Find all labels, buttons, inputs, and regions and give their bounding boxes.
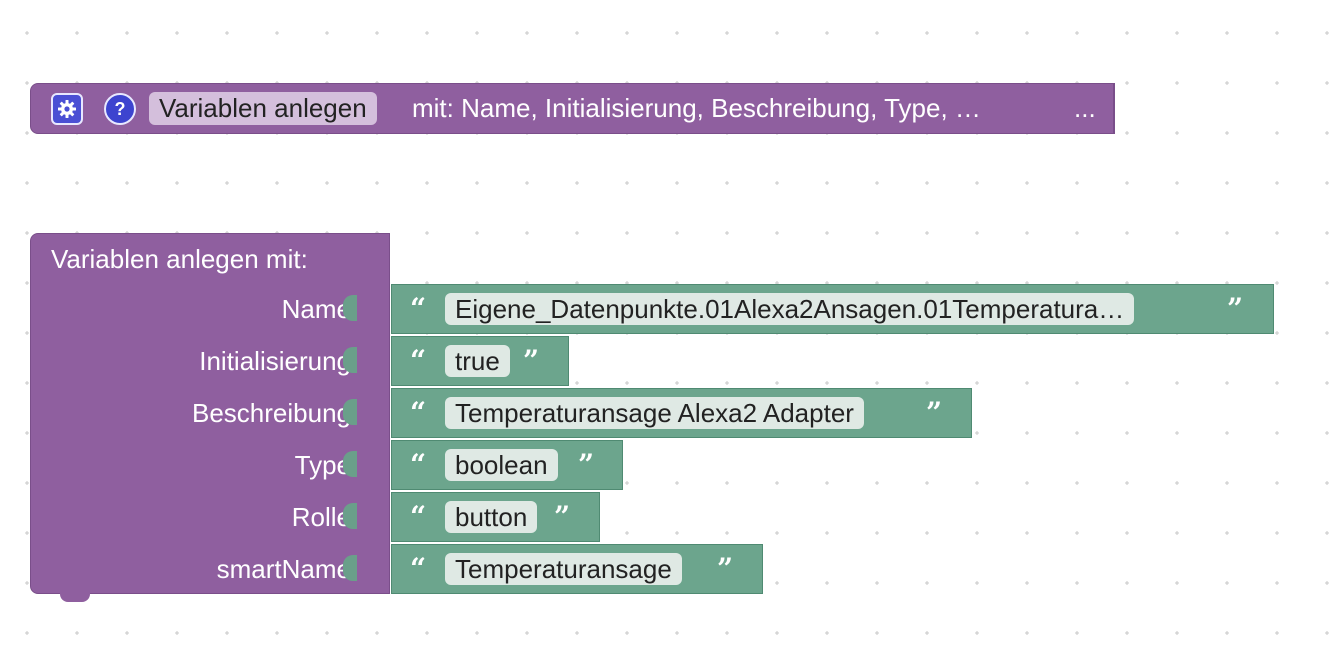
text-block-name[interactable]: “ Eigene_Datenpunkte.01Alexa2Ansagen.01T… [391,284,1274,334]
help-glyph: ? [114,98,126,119]
close-quote-icon: ” [578,448,595,481]
collapsed-procedure-block[interactable]: ? Variablen anlegen mit: Name, Initialis… [30,83,1115,134]
input-socket [343,451,357,477]
text-block-beschreibung[interactable]: “ Temperaturansage Alexa2 Adapter ” [391,388,972,438]
text-field-name[interactable]: Eigene_Datenpunkte.01Alexa2Ansagen.01Tem… [445,293,1135,325]
text-field-smartname[interactable]: Temperaturansage [445,553,682,585]
text-block-rolle[interactable]: “ button ” [391,492,600,542]
input-label-beschreibung: Beschreibung [192,398,351,428]
text-field-initialisierung[interactable]: true [445,345,510,377]
open-quote-icon: “ [410,292,427,325]
next-statement-notch [60,593,90,602]
input-label-initialisierung: Initialisierung [199,346,351,376]
close-quote-icon: ” [926,396,943,429]
collapsed-summary: mit: Name, Initialisierung, Beschreibung… [412,93,981,123]
close-quote-icon: ” [717,552,734,585]
input-socket [343,503,357,529]
procedure-name-field[interactable]: Variablen anlegen [149,92,377,125]
input-socket [343,399,357,425]
input-socket [343,295,357,321]
text-field-beschreibung[interactable]: Temperaturansage Alexa2 Adapter [445,397,864,429]
close-quote-icon: ” [523,344,540,377]
procedure-block[interactable]: Variablen anlegen mit: Name Initialisier… [30,233,390,594]
text-block-type[interactable]: “ boolean ” [391,440,623,490]
input-label-smartname: smartName [216,554,351,584]
collapsed-ellipsis: ... [1074,93,1096,123]
text-block-smartname[interactable]: “ Temperaturansage ” [391,544,763,594]
open-quote-icon: “ [410,500,427,533]
input-socket [343,555,357,581]
open-quote-icon: “ [410,552,427,585]
text-field-rolle[interactable]: button [445,501,538,533]
gear-icon[interactable] [51,93,83,125]
close-quote-icon: ” [1227,292,1244,325]
input-socket [343,347,357,373]
text-field-type[interactable]: boolean [445,449,558,481]
input-label-name: Name [281,294,351,324]
text-block-initialisierung[interactable]: “ true ” [391,336,569,386]
help-icon[interactable]: ? [104,93,136,125]
input-label-type: Type [294,450,351,480]
open-quote-icon: “ [410,396,427,429]
close-quote-icon: ” [554,500,571,533]
open-quote-icon: “ [410,344,427,377]
input-label-rolle: Rolle [291,502,351,532]
block-title: Variablen anlegen mit: [51,244,308,274]
open-quote-icon: “ [410,448,427,481]
